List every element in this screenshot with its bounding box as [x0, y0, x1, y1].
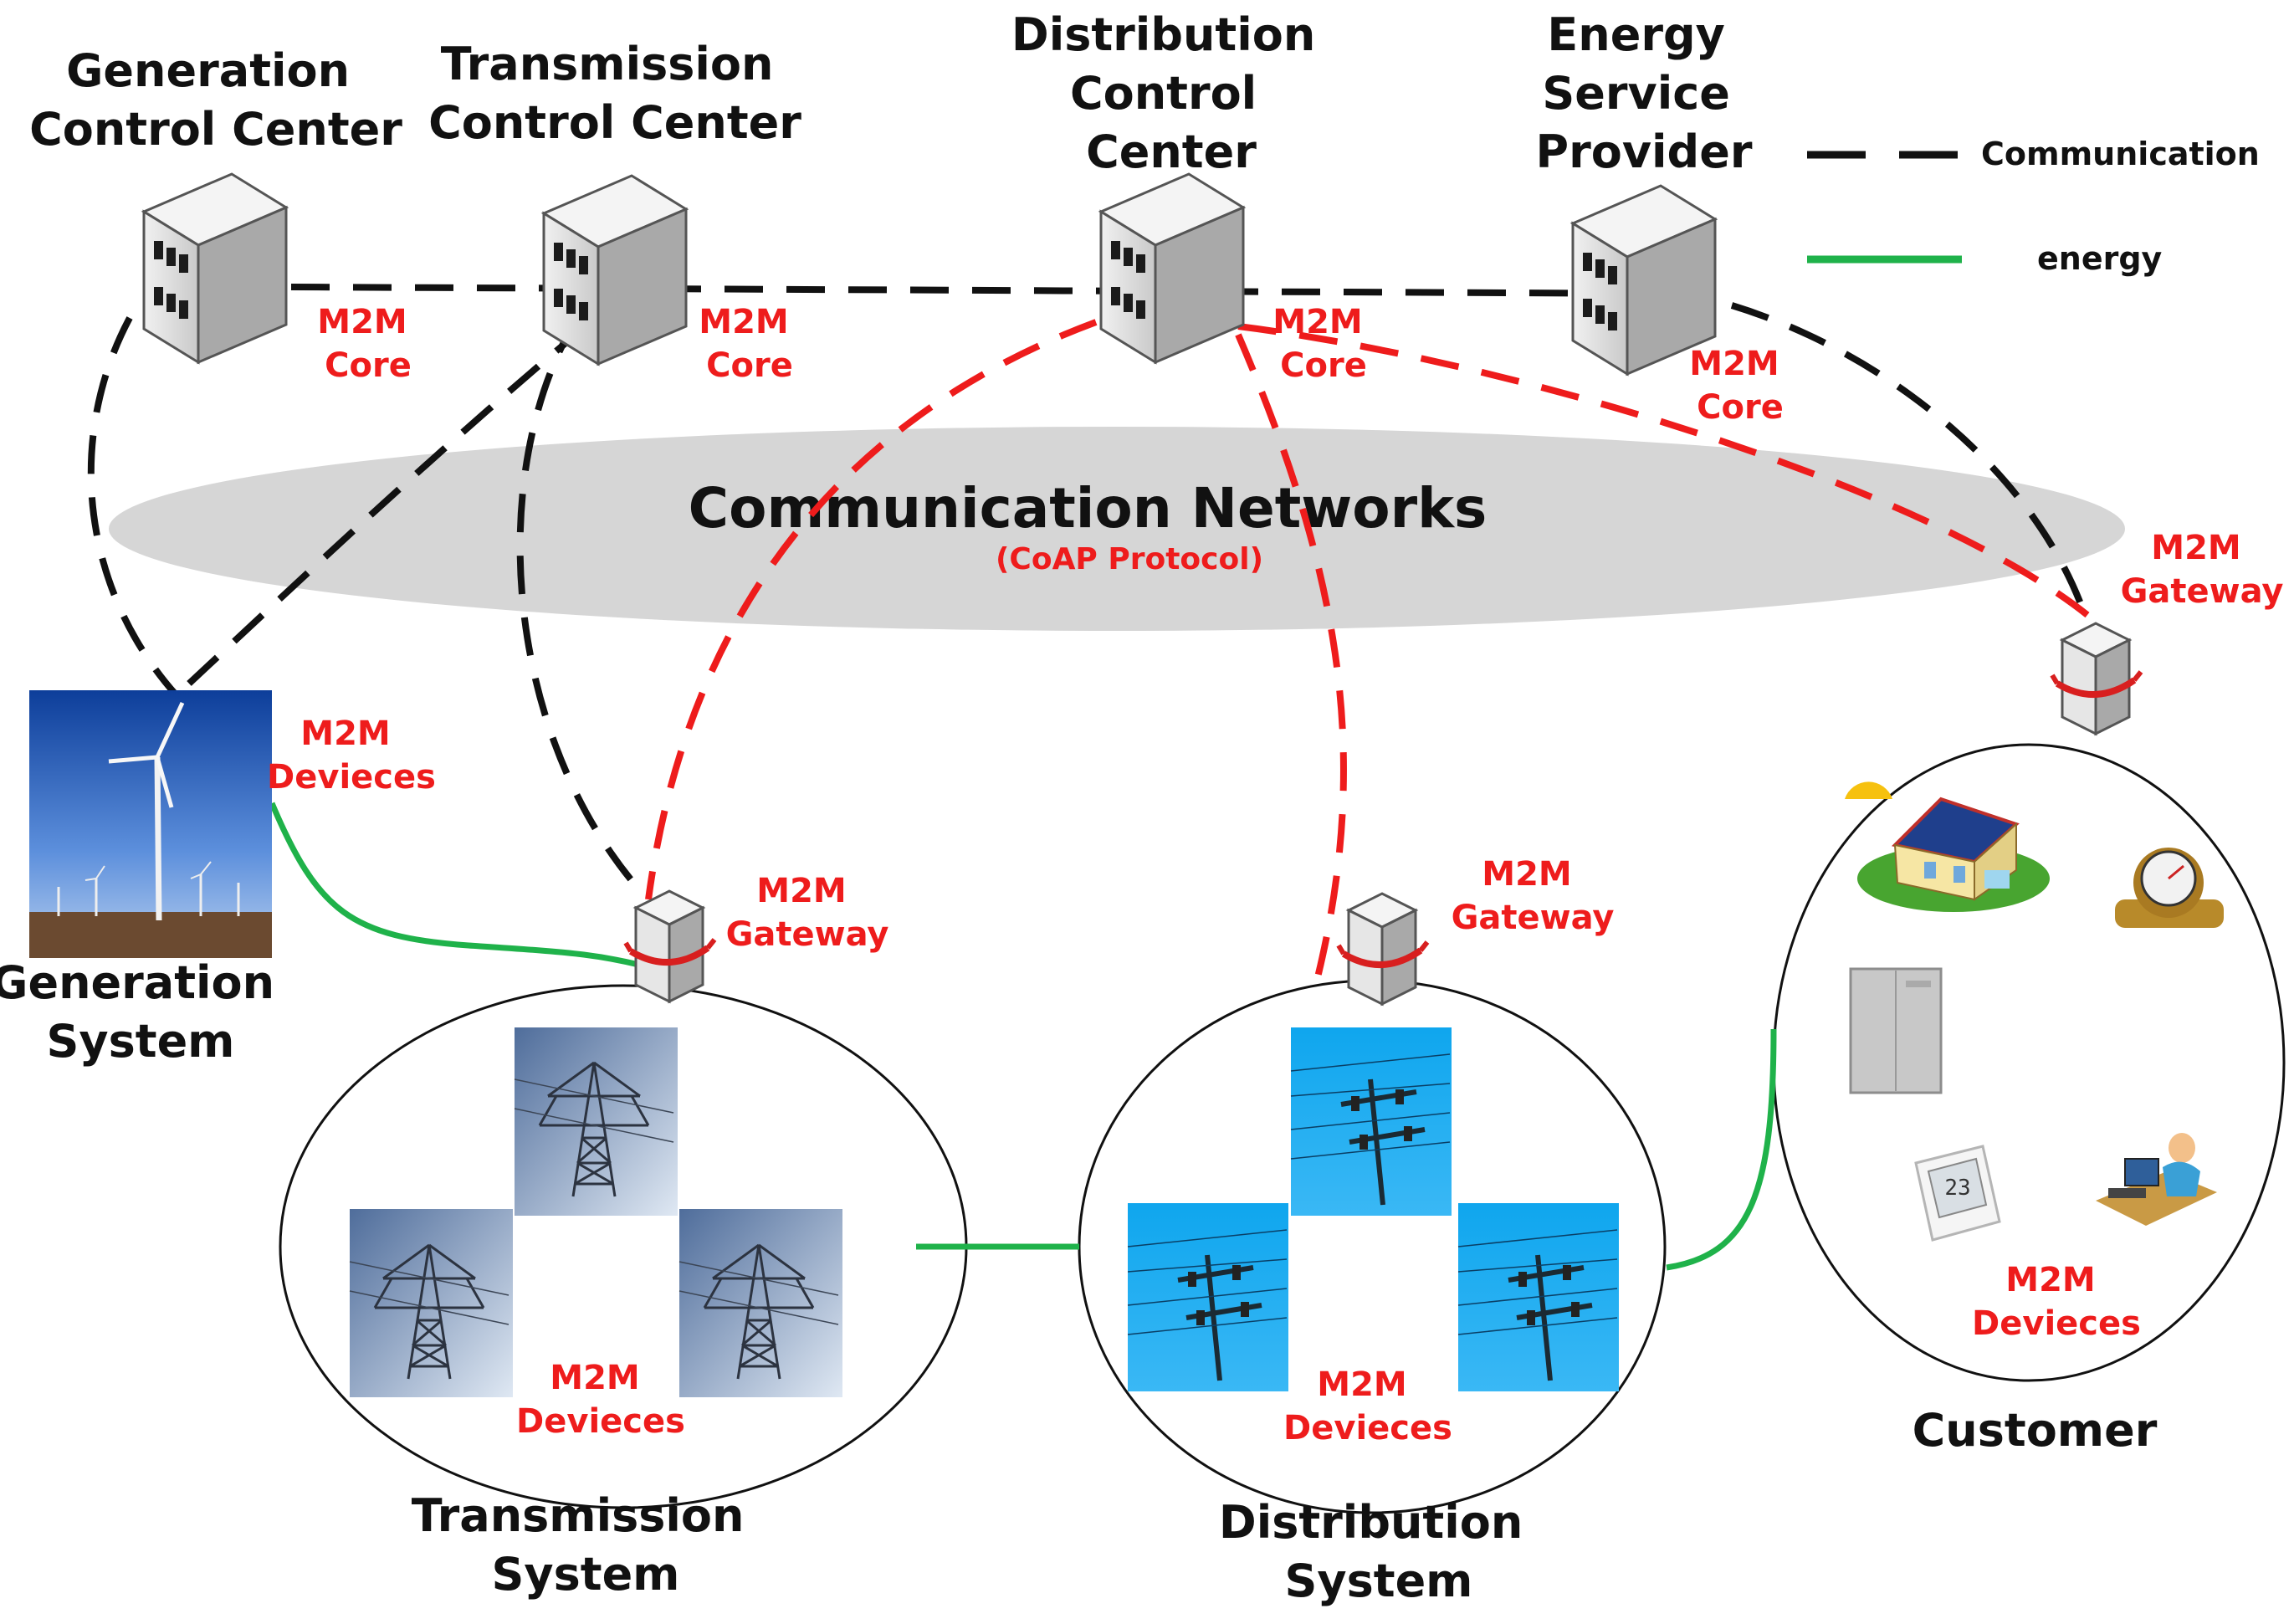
distribution-system-title: Distribution System	[1219, 1496, 1539, 1607]
m2m-links	[645, 319, 2090, 978]
customer-m2m-devices-label: M2M Devieces	[1972, 1261, 2141, 1343]
legend: Communication energy	[1807, 136, 2260, 277]
power-pole-icon	[1291, 1027, 1452, 1216]
transmission-system-title: Transmission System	[412, 1489, 760, 1601]
generation-system-title: Generation System	[0, 956, 290, 1068]
communication-network-cloud	[109, 427, 2125, 631]
m2m-core-label: M2M Core	[317, 303, 418, 385]
wind-turbine-icon	[29, 690, 272, 958]
power-pole-icon	[1458, 1203, 1619, 1391]
distribution-m2m-devices-label: M2M Devieces	[1283, 1365, 1452, 1447]
transmission-gateway-icon	[626, 891, 714, 1002]
pylon-icon	[678, 1209, 842, 1397]
thermostat-icon: 23	[1914, 1145, 2001, 1242]
solar-house-icon	[1845, 781, 2050, 912]
pylon-icon	[513, 1027, 678, 1216]
user-computer-icon	[2096, 1133, 2217, 1226]
distribution-control-center-title: Distribution Control Center	[1011, 8, 1331, 178]
m2m-gateway-label: M2M Gateway	[726, 872, 889, 954]
energy-service-provider-title: Energy Service Provider	[1536, 8, 1753, 178]
m2m-core-label: M2M Core	[1272, 303, 1374, 385]
transmission-control-server-icon	[542, 174, 688, 366]
customer-title: Customer	[1913, 1404, 2158, 1457]
energy-links	[269, 802, 1777, 1271]
power-pole-icon	[1128, 1203, 1288, 1391]
svg-text:23: 23	[1944, 1176, 1970, 1201]
network-subtitle: (CoAP Protocol)	[996, 542, 1263, 576]
transmission-m2m-devices-label: M2M Devieces	[516, 1359, 685, 1441]
m2m-gateway-label: M2M Gateway	[2121, 529, 2284, 611]
panel-icon	[1849, 967, 1943, 1094]
water-meter-icon	[2115, 848, 2224, 928]
generation-control-server-icon	[142, 172, 288, 364]
legend-energy-label: energy	[2037, 240, 2163, 277]
network-title: Communication Networks	[689, 476, 1488, 540]
transmission-control-center-title: Transmission Control Center	[428, 38, 801, 149]
generation-m2m-devices-label: M2M Devieces	[267, 715, 436, 797]
m2m-core-label: M2M Core	[1689, 345, 1790, 427]
pylon-icon	[348, 1209, 513, 1397]
m2m-core-label: M2M Core	[699, 303, 800, 385]
generation-control-center-title: Generation Control Center	[29, 44, 402, 156]
legend-communication-label: Communication	[1981, 136, 2260, 172]
distribution-gateway-icon	[1339, 894, 1427, 1004]
communication-links	[87, 284, 2088, 898]
distribution-control-server-icon	[1099, 172, 1245, 364]
customer-gateway-icon	[2052, 623, 2141, 734]
m2m-gateway-label: M2M Gateway	[1452, 855, 1615, 937]
